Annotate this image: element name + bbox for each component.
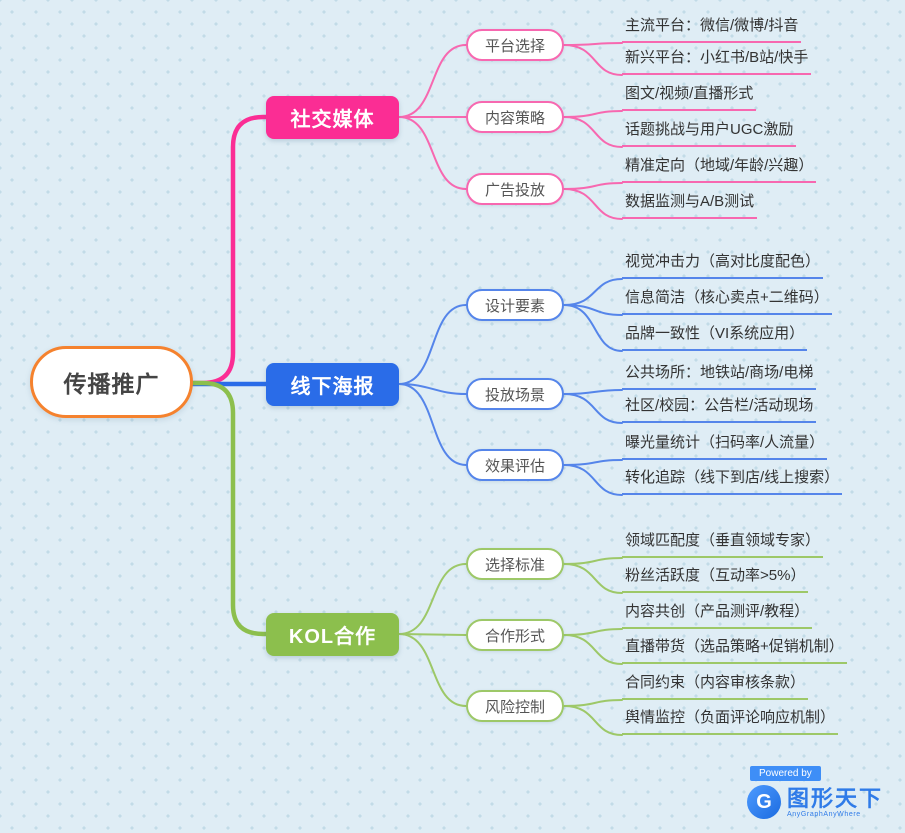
leaf-node[interactable]: 公共场所：地铁站/商场/电梯 xyxy=(622,362,817,390)
subtopic-platform-selection[interactable]: 平台选择 xyxy=(466,29,564,61)
connector-sub-leaf xyxy=(563,278,623,306)
leaf-node[interactable]: 粉丝活跃度（互动率>5%） xyxy=(622,565,809,593)
connector-sub-leaf xyxy=(563,628,623,636)
connector-branch-sub xyxy=(398,563,467,635)
connector-sub-leaf xyxy=(563,464,623,496)
graph-logo[interactable]: G 图形天下 AnyGraphAnyWhere xyxy=(747,785,883,819)
connector-branch-sub xyxy=(398,116,467,190)
leaf-node[interactable]: 曝光量统计（扫码率/人流量） xyxy=(622,432,828,460)
leaf-node[interactable]: 内容共创（产品测评/教程） xyxy=(622,601,813,629)
connector-root-kol xyxy=(190,380,270,637)
leaf-node[interactable]: 品牌一致性（VI系统应用） xyxy=(622,323,808,351)
subtopic-cooperation-forms[interactable]: 合作形式 xyxy=(466,619,564,651)
leaf-node[interactable]: 精准定向（地域/年龄/兴趣） xyxy=(622,155,817,183)
leaf-node[interactable]: 转化追踪（线下到店/线上搜索） xyxy=(622,467,843,495)
root-node[interactable]: 传播推广 xyxy=(30,346,193,418)
leaf-node[interactable]: 新兴平台：小红书/B站/快手 xyxy=(622,47,812,75)
connector-branch-sub xyxy=(398,633,467,707)
leaf-node[interactable]: 信息简洁（核心卖点+二维码） xyxy=(622,287,832,315)
subtopic-content-strategy[interactable]: 内容策略 xyxy=(466,101,564,133)
subtopic-effect-evaluation[interactable]: 效果评估 xyxy=(466,449,564,481)
connector-sub-leaf xyxy=(563,44,623,76)
connector-branch-sub xyxy=(398,383,467,395)
connector-sub-leaf xyxy=(563,304,623,352)
connector-sub-leaf xyxy=(563,699,623,707)
leaf-node[interactable]: 社区/校园：公告栏/活动现场 xyxy=(622,395,817,423)
subtopic-design-elements[interactable]: 设计要素 xyxy=(466,289,564,321)
leaf-node[interactable]: 视觉冲击力（高对比度配色） xyxy=(622,251,824,279)
leaf-node[interactable]: 数据监测与A/B测试 xyxy=(622,191,758,219)
leaf-node[interactable]: 话题挑战与用户UGC激励 xyxy=(622,119,797,147)
connector-sub-leaf xyxy=(563,705,623,736)
logo-text: 图形天下 xyxy=(787,785,884,811)
branch-node-kol[interactable]: KOL合作 xyxy=(266,613,399,656)
connector-branch-sub xyxy=(398,383,467,466)
subtopic-ad-placement[interactable]: 广告投放 xyxy=(466,173,564,205)
connector-sub-leaf xyxy=(563,182,623,190)
connector-sub-leaf xyxy=(563,304,623,316)
connector-sub-leaf xyxy=(563,188,623,220)
connector-sub-leaf xyxy=(563,459,623,466)
leaf-node[interactable]: 图文/视频/直播形式 xyxy=(622,83,757,111)
footer-branding[interactable]: Powered by G 图形天下 AnyGraphAnyWhere xyxy=(747,766,883,819)
connector-branch-sub xyxy=(398,633,467,636)
connector-sub-leaf xyxy=(563,557,623,565)
subtopic-placement-scenarios[interactable]: 投放场景 xyxy=(466,378,564,410)
subtopic-risk-control[interactable]: 风险控制 xyxy=(466,690,564,722)
connector-sub-leaf xyxy=(563,393,623,424)
logo-subtext: AnyGraphAnyWhere xyxy=(787,810,861,818)
leaf-node[interactable]: 合同约束（内容审核条款） xyxy=(622,672,809,700)
connector-sub-leaf xyxy=(563,634,623,665)
leaf-node[interactable]: 领域匹配度（垂直领域专家） xyxy=(622,530,824,558)
connector-sub-leaf xyxy=(563,42,623,46)
connector-branch-sub xyxy=(398,304,467,385)
branch-node-social-media[interactable]: 社交媒体 xyxy=(266,96,399,139)
subtopic-selection-criteria[interactable]: 选择标准 xyxy=(466,548,564,580)
branch-node-offline-poster[interactable]: 线下海报 xyxy=(266,363,399,406)
powered-by-badge[interactable]: Powered by xyxy=(750,766,821,781)
leaf-node[interactable]: 主流平台：微信/微博/抖音 xyxy=(622,15,802,43)
leaf-node[interactable]: 直播带货（选品策略+促销机制） xyxy=(622,636,847,664)
leaf-node[interactable]: 舆情监控（负面评论响应机制） xyxy=(622,707,839,735)
connector-sub-leaf xyxy=(563,110,623,118)
connector-branch-sub xyxy=(398,44,467,118)
connector-root-social xyxy=(190,114,270,386)
connector-sub-leaf xyxy=(563,116,623,148)
connector-sub-leaf xyxy=(563,563,623,594)
connector-sub-leaf xyxy=(563,389,623,395)
graph-logo-icon: G xyxy=(747,785,781,819)
